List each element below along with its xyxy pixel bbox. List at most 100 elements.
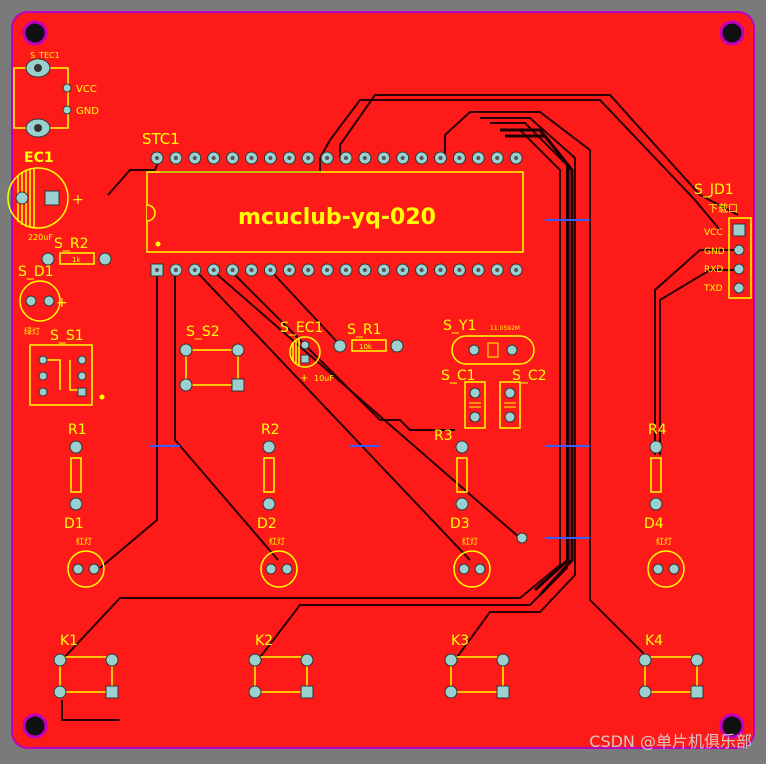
s-y1-value: 11.0592M [490, 325, 520, 332]
s-tec1-connector: S_TEC1 VCC GND [13, 51, 99, 138]
k4-pad [638, 685, 652, 699]
k1-pad [53, 653, 67, 667]
s-ec1-ref: S_EC1 [280, 320, 323, 336]
mounting-hole-top-left [22, 20, 48, 46]
mounting-hole-bottom-right [719, 713, 745, 739]
s-y1-pad [468, 344, 480, 356]
stc1-pin-hole [306, 156, 311, 160]
stc1-pin-hole [325, 268, 330, 272]
s-ec1-polarity-hatch [292, 339, 300, 365]
s-r1-resistor: 10k S_R1 [333, 322, 404, 353]
k4-pad [638, 653, 652, 667]
stc1-pin-hole [287, 268, 292, 272]
r1-ref: R1 [68, 422, 87, 438]
r2-pad [262, 497, 276, 511]
stc1-pin-hole [249, 268, 254, 272]
stc1-pin-hole [457, 268, 462, 272]
r4-pad [649, 497, 663, 511]
trace [174, 270, 279, 561]
stc1-pins [150, 151, 523, 277]
k4-button: K4 [638, 633, 704, 699]
s-tec1-vcc-label: VCC [76, 84, 97, 95]
r4-ref: R4 [648, 422, 667, 438]
stc1-pin-hole [173, 156, 178, 160]
s-y1-crystal: S_Y1 11.0592M [443, 318, 535, 365]
k1-ref: K1 [60, 633, 78, 649]
stc1-pin-hole [514, 156, 519, 160]
s-s2-pad [231, 343, 245, 357]
ec1-outline [7, 167, 69, 229]
s-r2-ref: S_R2 [54, 236, 89, 252]
s-d1-note: 绿灯 [24, 326, 40, 336]
s-tec1-pad-hole [34, 124, 42, 132]
d2-led: D2 红灯 [257, 516, 298, 588]
bus-traces [500, 128, 574, 597]
d1-outline [67, 550, 105, 588]
d4-outline [647, 550, 685, 588]
d2-pad [281, 563, 293, 575]
k3-pad-square [496, 685, 510, 699]
watermark: CSDN @单片机俱乐部 [589, 732, 752, 751]
stc1-pin-hole [476, 268, 481, 272]
d2-pad [265, 563, 277, 575]
s-r1-ref: S_R1 [347, 322, 382, 338]
stc1-pin-hole [155, 268, 159, 272]
k2-outline [254, 656, 308, 693]
s-s1-pin [38, 387, 48, 397]
s-y1-symbol [487, 342, 499, 358]
trace [99, 270, 158, 569]
s-d1-pad [25, 295, 37, 307]
s-r1-pad [390, 339, 404, 353]
s-tec1-gnd-label: GND [76, 106, 99, 117]
mounting-hole-top-right [719, 20, 745, 46]
stc1-pin-hole [325, 156, 330, 160]
s-r1-body [351, 339, 387, 352]
s-s2-outline [185, 349, 239, 386]
d1-led: D1 红灯 [64, 516, 105, 588]
trace [257, 122, 568, 661]
r2-resistor: R2 [261, 422, 280, 511]
ec1-capacitor: + EC1 220uF [7, 150, 84, 242]
trace [339, 94, 739, 216]
stc1-pin-hole [230, 268, 235, 272]
d2-note: 红灯 [269, 536, 285, 546]
k2-pad [248, 685, 262, 699]
r2-ref: R2 [261, 422, 280, 438]
stc1-pin-hole [192, 156, 197, 160]
s-r2-pad [98, 252, 112, 266]
d1-note: 红灯 [76, 536, 92, 546]
s-c2-pad [504, 411, 516, 423]
s-tec1-ref: S_TEC1 [30, 51, 60, 60]
s-tec1-pin [62, 105, 72, 115]
s-s1-contact-lines [43, 359, 80, 391]
s-c2-ref: S_C2 [512, 368, 547, 384]
k3-pad [444, 685, 458, 699]
stc1-mcu: STC1 mcuclub-yq-020 [142, 130, 524, 277]
k1-button: K1 [53, 633, 119, 699]
k2-pad [248, 653, 262, 667]
stc1-pin-hole [495, 156, 500, 160]
r1-pad [69, 497, 83, 511]
s-r2-resistor: 1k S_R2 [41, 236, 112, 266]
ec1-plus-label: + [72, 192, 84, 208]
d3-ref: D3 [450, 516, 470, 532]
s-c1-pad [469, 411, 481, 423]
k4-outline [644, 656, 698, 693]
d4-led: D4 红灯 [644, 516, 685, 588]
s-s1-pin-square [77, 387, 87, 397]
trace [654, 249, 738, 455]
stc1-notch [146, 204, 156, 222]
s-s1-pin [77, 355, 87, 365]
r3-body [456, 457, 468, 493]
s-jd1-outline [728, 217, 752, 299]
stc1-pin-hole [230, 156, 235, 160]
board-title: mcuclub-yq-020 [238, 205, 436, 230]
s-tec1-pad-hole [34, 64, 42, 72]
r4-body [650, 457, 662, 493]
s-jd1-pin-label-rxd: RXD [704, 265, 723, 275]
s-r1-value: 10k [359, 343, 373, 351]
s-s1-outline [29, 344, 93, 406]
trace [454, 117, 576, 661]
stc1-pin-hole [211, 156, 216, 160]
stc1-pin-hole [211, 268, 216, 272]
